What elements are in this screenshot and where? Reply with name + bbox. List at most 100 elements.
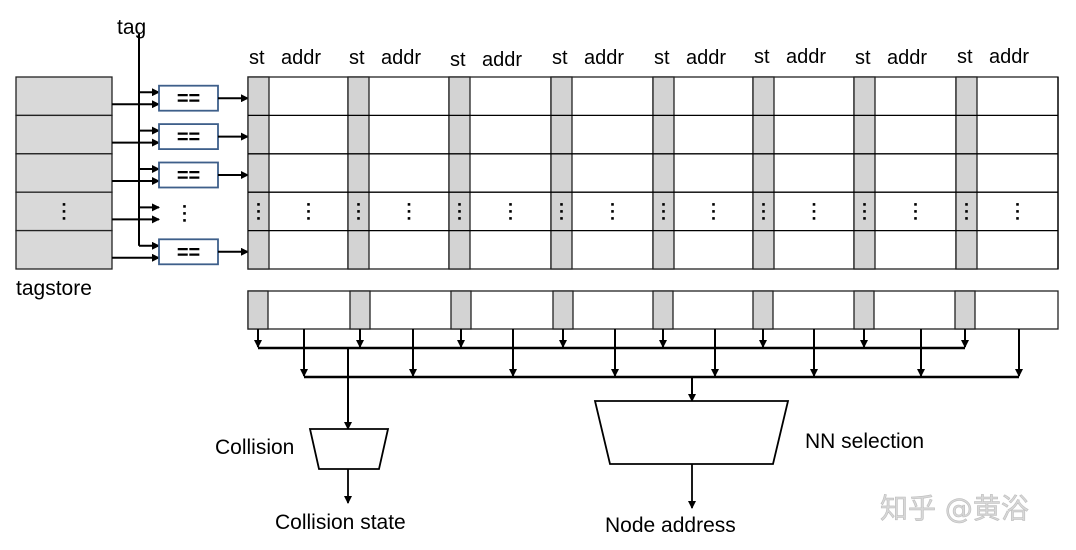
nn-selection-unit [593, 400, 790, 465]
st-ellipsis [762, 203, 765, 220]
addr-ellipsis [611, 203, 614, 220]
column-header-st: st [349, 47, 365, 69]
column-header-addr: addr [482, 49, 522, 71]
column-header-addr: addr [381, 47, 421, 69]
tagstore-row [15, 76, 113, 117]
dot [965, 210, 968, 213]
node-address-label: Node address [605, 514, 736, 537]
column-header-addr: addr [281, 47, 321, 69]
dot [183, 205, 186, 208]
dot [62, 217, 66, 220]
dot [307, 203, 310, 206]
entry-table [247, 76, 1059, 270]
dot [407, 210, 411, 213]
tagstore-row [15, 114, 113, 155]
st-ellipsis [965, 203, 968, 220]
dot [965, 203, 968, 206]
dot [914, 203, 917, 206]
comparator-label: == [177, 242, 200, 264]
output-buses [254, 329, 1023, 379]
comparator-label: == [177, 88, 200, 110]
st-column [955, 76, 978, 270]
addr-ellipsis [812, 203, 816, 220]
dot [863, 217, 866, 220]
dot [509, 210, 512, 213]
selection-units [308, 348, 790, 509]
output-register [247, 290, 1059, 330]
dot [812, 210, 816, 213]
dot [1016, 210, 1019, 213]
column-header-addr: addr [887, 47, 927, 69]
addr-ellipsis [712, 203, 715, 220]
dot [914, 210, 917, 213]
st-ellipsis [357, 203, 360, 220]
tagstore-row [15, 229, 113, 270]
output-st-cell [752, 290, 774, 330]
column-header-st: st [855, 47, 871, 69]
tagstore-row [15, 153, 113, 193]
collision-state-label: Collision state [275, 511, 406, 534]
st-ellipsis [458, 203, 461, 220]
dot [662, 210, 665, 213]
collision-label: Collision [215, 436, 294, 459]
nn-selection-label: NN selection [805, 430, 924, 453]
wires [112, 34, 160, 262]
dot [812, 203, 816, 206]
output-st-cell [349, 290, 371, 330]
dot [357, 210, 360, 213]
dot [611, 203, 614, 206]
dot [407, 217, 411, 220]
tag-label: tag [117, 16, 146, 39]
dot [62, 210, 66, 213]
collision-unit [308, 428, 390, 470]
comparators: ======== [158, 84, 249, 266]
column-header-addr: addr [686, 47, 726, 69]
st-ellipsis [863, 203, 866, 220]
dot [560, 210, 563, 213]
dot [662, 203, 665, 206]
dot [762, 203, 765, 206]
st-ellipsis [257, 203, 260, 220]
dot [914, 217, 917, 220]
dot [1016, 203, 1019, 206]
column-header-st: st [450, 49, 466, 71]
dot [712, 210, 715, 213]
dot [662, 217, 665, 220]
addr-ellipsis [407, 203, 411, 220]
dot [863, 203, 866, 206]
addr-ellipsis [509, 203, 512, 220]
dot [611, 210, 614, 213]
comparator-label: == [177, 165, 200, 187]
st-ellipsis [662, 203, 665, 220]
column-header-addr: addr [584, 47, 624, 69]
dot [509, 203, 512, 206]
dot [1016, 217, 1019, 220]
output-st-cell [853, 290, 875, 330]
dot [357, 217, 360, 220]
column-header-st: st [754, 46, 770, 68]
dot [62, 203, 66, 206]
dot [257, 210, 260, 213]
column-header-st: st [654, 47, 670, 69]
dot [611, 217, 614, 220]
dot [183, 219, 186, 222]
dot [762, 217, 765, 220]
dot [257, 203, 260, 206]
comparator-ellipsis [183, 205, 186, 222]
st-ellipsis [560, 203, 563, 220]
dot [509, 217, 512, 220]
addr-ellipsis [307, 203, 310, 220]
output-st-cell [954, 290, 976, 330]
watermark: 知乎 @黄浴 [880, 492, 1029, 525]
dot [458, 217, 461, 220]
st-column [652, 76, 675, 270]
comparator-box [158, 84, 219, 112]
column-header-st: st [957, 46, 973, 68]
st-column [347, 76, 370, 270]
output-st-cell [247, 290, 269, 330]
comparator-box [158, 238, 219, 266]
st-column [752, 76, 775, 270]
dot [812, 217, 816, 220]
st-column [853, 76, 876, 270]
dot [560, 203, 563, 206]
